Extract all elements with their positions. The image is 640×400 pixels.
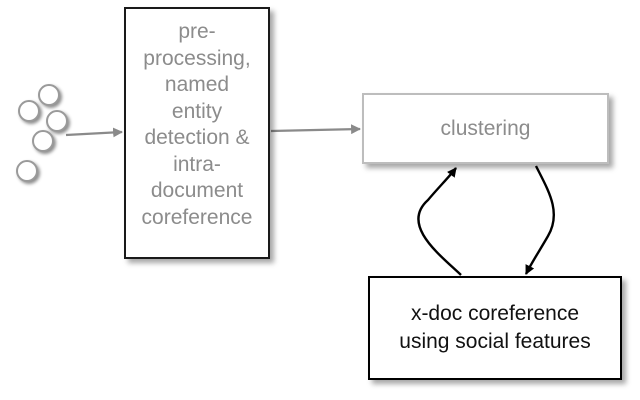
clustering-label: clustering <box>440 116 531 140</box>
arrow-preprocessing-to-clustering <box>270 124 361 135</box>
clustering-box: clustering <box>362 93 609 164</box>
xdoc-coreference-label: x-doc coreference using social features <box>399 302 591 353</box>
document-dot <box>32 130 54 152</box>
document-dot <box>18 100 40 122</box>
preprocessing-box: pre- processing, named entity detection … <box>124 7 270 259</box>
arrow-clustering-to-xdoc <box>524 165 555 275</box>
arrow-documents-to-preprocessing <box>65 127 123 138</box>
preprocessing-label: pre- processing, named entity detection … <box>141 20 253 229</box>
document-dot <box>38 84 60 106</box>
document-dot <box>46 110 68 132</box>
arrow-xdoc-to-clustering <box>417 167 462 276</box>
document-dot <box>16 160 38 182</box>
xdoc-coreference-box: x-doc coreference using social features <box>368 276 622 380</box>
